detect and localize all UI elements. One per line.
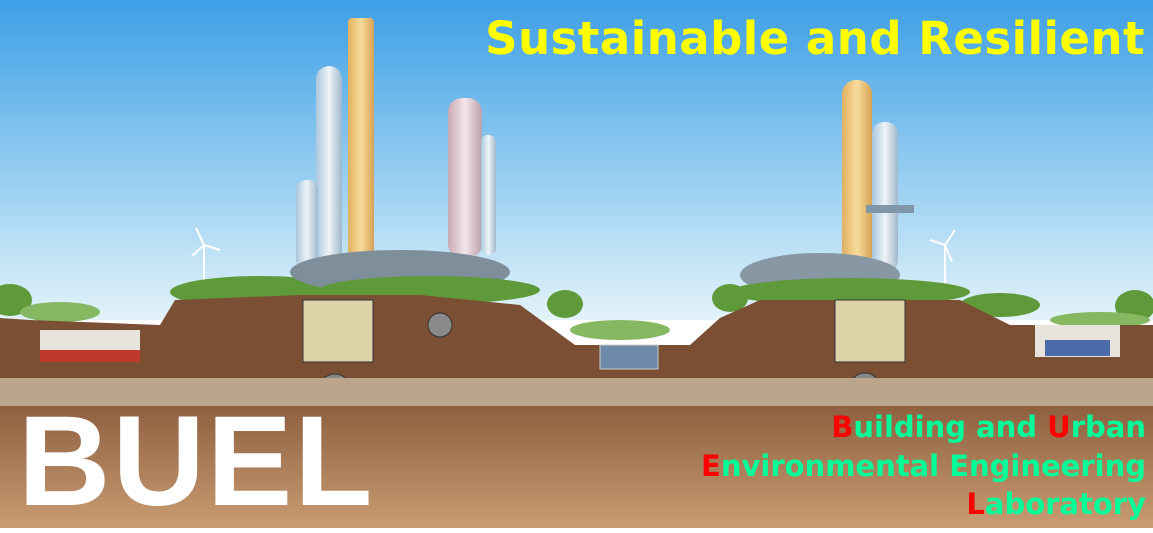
towers-right <box>842 80 914 272</box>
initial-l: L <box>966 487 985 521</box>
initial-u: U <box>1047 410 1071 444</box>
lab-name-line-2: Environmental Engineering <box>701 452 1146 481</box>
towers-left <box>296 18 496 270</box>
lab-text: nvironmental Engineering <box>720 449 1146 483</box>
bedrock-layer <box>0 406 1153 528</box>
buel-logo: BUEL <box>18 390 375 533</box>
initial-e: E <box>701 449 721 483</box>
lab-text: uilding and <box>853 410 1048 444</box>
headline: Sustainable and Resilient <box>485 12 1145 65</box>
lab-name-line-1: Building and Urban <box>831 413 1146 442</box>
initial-b: B <box>831 410 854 444</box>
soil-layer <box>0 378 1153 406</box>
sky <box>0 0 1153 320</box>
lab-text: aboratory <box>984 487 1146 521</box>
lab-text: rban <box>1070 410 1146 444</box>
lab-name-line-3: Laboratory <box>966 490 1146 519</box>
wind-turbines <box>191 227 956 290</box>
